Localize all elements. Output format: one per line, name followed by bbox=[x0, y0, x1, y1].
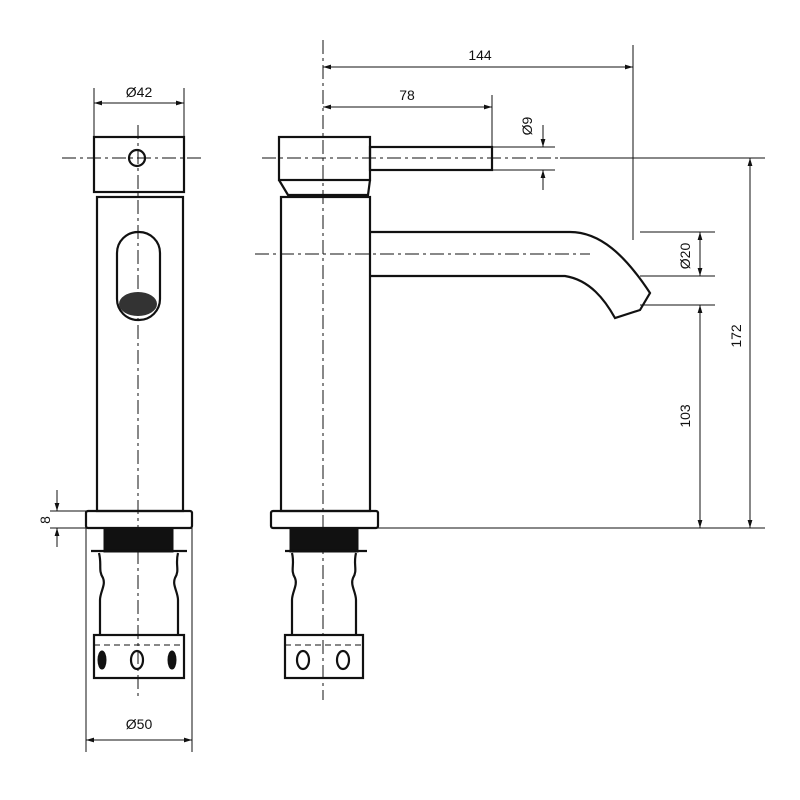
dim-flange-height: 8 bbox=[37, 516, 53, 524]
spout-opening bbox=[115, 230, 162, 322]
dim-handle-diameter: Ø9 bbox=[519, 116, 535, 135]
base-flange bbox=[269, 509, 380, 530]
base-flange bbox=[84, 509, 194, 530]
lever bbox=[368, 145, 494, 172]
body bbox=[279, 195, 372, 513]
body bbox=[95, 195, 185, 513]
dim-base-diameter: Ø50 bbox=[126, 716, 153, 732]
mounting-ring bbox=[92, 633, 186, 680]
handle-hole bbox=[127, 148, 147, 168]
handle-block bbox=[92, 135, 186, 194]
dim-reach: 144 bbox=[468, 47, 492, 63]
dim-top-diameter: Ø42 bbox=[126, 84, 153, 100]
dim-total-height: 172 bbox=[728, 324, 744, 348]
dim-spout-diameter: Ø20 bbox=[677, 243, 693, 270]
front-view: Ø42 Ø50 8 bbox=[37, 84, 204, 752]
spout bbox=[370, 230, 652, 320]
side-view: 144 78 Ø9 Ø20 103 172 bbox=[255, 40, 765, 700]
seal bbox=[289, 527, 359, 553]
dim-spout-height: 103 bbox=[677, 404, 693, 428]
aerator bbox=[119, 292, 157, 316]
dim-handle-length: 78 bbox=[399, 87, 415, 103]
mounting-ring bbox=[283, 633, 365, 680]
seal bbox=[103, 527, 174, 553]
handle-skirt bbox=[278, 179, 372, 197]
